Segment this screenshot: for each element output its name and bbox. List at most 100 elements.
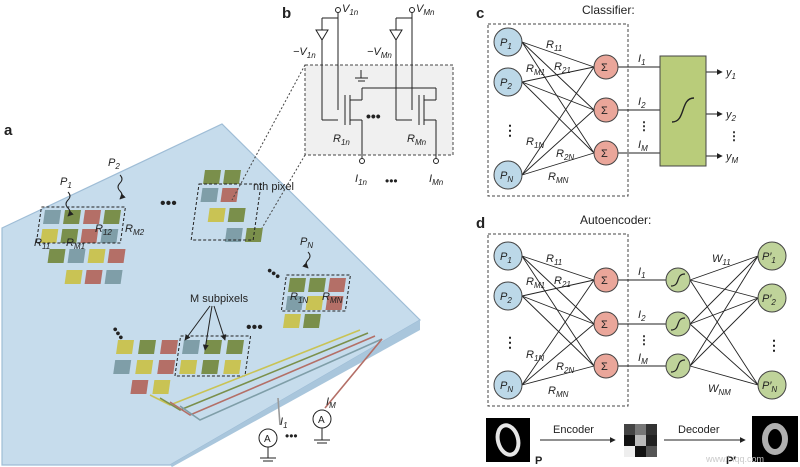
label-i1n: I1n	[355, 173, 368, 187]
classifier-edges	[521, 41, 660, 176]
classifier-input-n	[493, 160, 523, 190]
ae-sum-m	[593, 353, 619, 379]
c-w-r21: R21	[554, 61, 571, 75]
classifier-sum-2-symbol: Σ	[601, 105, 608, 117]
classifier-input-n-label: PN	[500, 170, 513, 184]
panel-a: a	[1, 122, 421, 467]
label-imn: IMn	[429, 173, 444, 187]
subpixel-arrow-3	[213, 305, 227, 341]
ae-sum-2-symbol: Σ	[601, 319, 608, 331]
ammeter-1-label: A	[264, 434, 271, 445]
ae-sum-m-symbol: Σ	[601, 361, 608, 373]
dots-ammeters: •••	[285, 429, 298, 443]
ae-sum-2	[593, 311, 619, 337]
light-ray-p2	[117, 174, 126, 200]
panel-d-letter: d	[476, 215, 485, 232]
ae-sum-1-symbol: Σ	[601, 275, 608, 287]
ae-sum-1	[593, 267, 619, 293]
label-b-r1n: R1n	[333, 133, 350, 147]
ammeter-m	[312, 409, 332, 429]
circuit-column-1	[315, 7, 368, 164]
ae-output-2	[757, 283, 787, 313]
classifier-sum-m-symbol: Σ	[601, 148, 608, 160]
ae-hidden-1-sigmoid-icon	[670, 273, 686, 287]
label-rm2: RM2	[125, 223, 145, 237]
ae-input-2-label: P2	[500, 291, 512, 305]
ae-output-2-label: P′2	[762, 293, 776, 307]
label-p1: P1	[60, 176, 72, 190]
label-m-subpixels: M subpixels	[190, 293, 249, 305]
label-r11: R11	[34, 237, 50, 251]
c-current-vdots: ⋮	[638, 119, 650, 133]
classifier-vdots: ⋮	[503, 122, 517, 138]
pixel-p1	[35, 206, 126, 284]
d-current-2: I2	[638, 309, 646, 323]
ae-input-vdots: ⋮	[503, 334, 517, 350]
classifier-input-1-label: P1	[500, 37, 512, 51]
c-w-rmn: RMN	[548, 171, 569, 185]
circuit-column-m	[362, 7, 439, 164]
label-nth-pixel: nth pixel	[253, 181, 294, 193]
pixel-nth	[190, 170, 263, 242]
c-current-m: IM	[638, 139, 648, 153]
label-im: IM	[326, 396, 336, 410]
classifier-input-1	[493, 27, 523, 57]
c-w-rm1: RM1	[526, 63, 545, 77]
dots-bottom: •••	[246, 319, 263, 336]
subpixel-arrow-1	[184, 305, 211, 341]
ae-output-vdots: ⋮	[767, 337, 781, 353]
panel-c-letter: c	[476, 5, 484, 22]
ammeter-m-label: A	[318, 415, 325, 426]
label-i1: I1	[280, 416, 288, 430]
d-w-r1n: R1N	[526, 349, 544, 363]
encoded-image	[624, 424, 657, 457]
encoder-label: Encoder	[553, 424, 594, 436]
d-current-vdots: ⋮	[638, 333, 650, 347]
panel-b-letter: b	[282, 5, 291, 22]
ae-output-1	[757, 241, 787, 271]
d-w-r11: R11	[546, 253, 562, 267]
d-w-r2n: R2N	[556, 361, 574, 375]
label-b-rmn: RMn	[407, 133, 427, 147]
decoder-label: Decoder	[678, 424, 720, 436]
ae-output-n-label: P′N	[762, 380, 777, 394]
subpixel-arrow-2	[202, 305, 213, 351]
current-dots: •••	[385, 174, 398, 188]
ae-input-2	[493, 281, 523, 311]
output-image-label: P′	[726, 455, 736, 467]
classifier-sum-1	[593, 54, 619, 80]
label-rm1: RM1	[66, 237, 85, 251]
ae-output-1-label: P′1	[762, 251, 776, 265]
autoencoder-dashed-box	[487, 233, 629, 407]
dots-row1: •••	[160, 195, 177, 212]
panel-d: d Autoencoder: P1 P2 PN ⋮ R11 RM1 R21 R1…	[476, 213, 798, 467]
circuit-box	[304, 64, 454, 156]
sensor-chip-edge	[170, 320, 420, 467]
ae-hidden-2-sigmoid-icon	[670, 317, 686, 331]
classifier-sum-m	[593, 140, 619, 166]
c-w-r1n: R1N	[526, 136, 544, 150]
input-image-label: P	[535, 455, 542, 467]
label-r12: R12	[95, 223, 112, 237]
light-ray-pn	[302, 251, 311, 269]
ae-hidden-m-sigmoid-icon	[670, 359, 686, 373]
label-p2: P2	[108, 157, 120, 171]
c-w-r11: R11	[546, 39, 562, 53]
activation-sigmoid-icon	[671, 97, 695, 123]
ae-input-n	[493, 370, 523, 400]
classifier-input-2	[493, 67, 523, 97]
d-w-rmn: RMN	[548, 385, 569, 399]
ammeter-1	[258, 428, 278, 448]
pixel-pn	[280, 274, 351, 328]
c-output-2: y2	[725, 109, 737, 123]
c-current-1: I1	[638, 53, 646, 67]
ae-input-n-label: PN	[500, 380, 513, 394]
c-output-m: yM	[725, 151, 739, 165]
d-w-r21: R21	[554, 275, 571, 289]
label-r1n: R1N	[290, 291, 308, 305]
classifier-title: Classifier:	[582, 3, 635, 17]
d-w-rm1: RM1	[526, 276, 545, 290]
d-current-1: I1	[638, 266, 646, 280]
circuit-dots: •••	[366, 108, 381, 124]
